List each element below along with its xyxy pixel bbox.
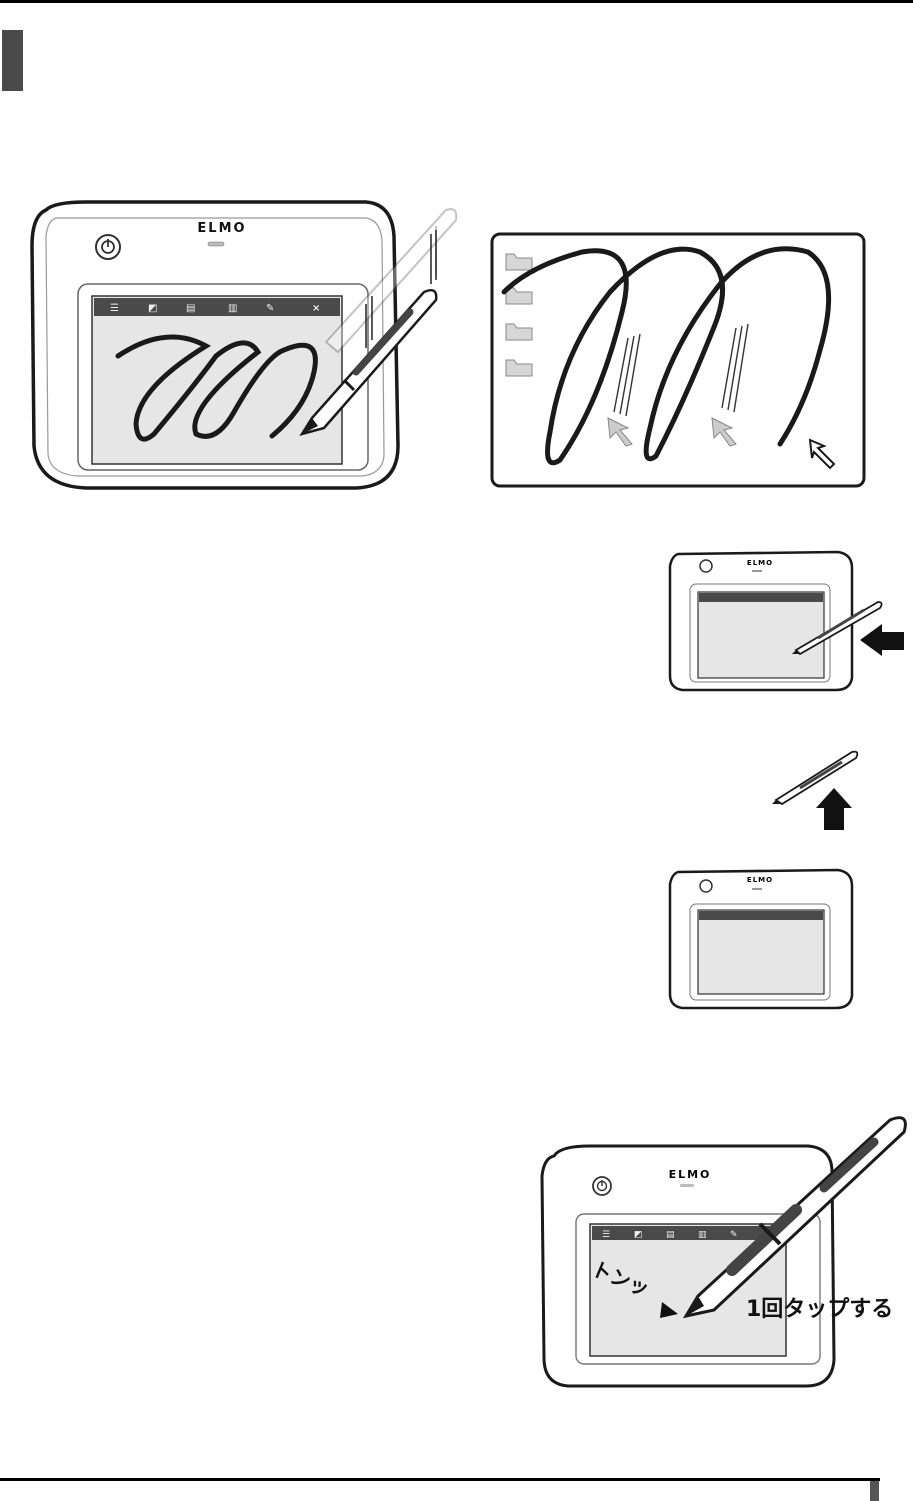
section-tab-marker: [2, 30, 23, 91]
tablet-drawing-figure: ELMO ☰ ◩ ▤ ▥ ✎ ×: [26, 196, 466, 496]
svg-text:▤: ▤: [186, 303, 195, 314]
stylus-pen-icon: [772, 752, 857, 804]
led-indicator: [208, 242, 224, 246]
page-tab-marker: [870, 1481, 879, 1501]
tablet-screen: [92, 296, 342, 464]
pc-screen-figure: [490, 232, 867, 488]
svg-text:✎: ✎: [730, 1230, 738, 1240]
svg-text:◩: ◩: [634, 1230, 643, 1240]
arrow-left-icon: [860, 624, 904, 656]
tablet-blank-figure: ELMO: [668, 866, 858, 1012]
svg-text:☰: ☰: [602, 1230, 610, 1240]
svg-text:▥: ▥: [698, 1230, 707, 1240]
tablet-toolbar: [699, 593, 823, 602]
brand-logo: ELMO: [747, 876, 773, 884]
brand-logo: ELMO: [747, 559, 773, 567]
svg-text:×: ×: [312, 303, 320, 314]
svg-text:▤: ▤: [666, 1230, 675, 1240]
tablet-toolbar: [592, 1226, 784, 1240]
header-rule: [0, 0, 913, 3]
svg-text:☰: ☰: [110, 303, 119, 314]
tablet-screen: [698, 592, 824, 678]
tap-caption: 1回タップする: [746, 1297, 893, 1322]
svg-text:▥: ▥: [228, 303, 237, 314]
tap-figure: ELMO ☰ ◩ ▤ ▥ ✎ トンッ 1回タップする: [538, 1106, 913, 1392]
pen-approach-figure: ELMO: [668, 548, 908, 694]
brand-logo: ELMO: [669, 1168, 712, 1181]
brand-logo: ELMO: [197, 221, 246, 236]
footer-rule: [0, 1478, 880, 1481]
pen-lift-figure: [772, 744, 862, 830]
power-button-icon: [700, 880, 712, 892]
tablet-toolbar: [699, 911, 823, 920]
arrow-up-icon: [816, 788, 852, 830]
tablet-screen: [698, 910, 824, 994]
tablet-toolbar: [94, 298, 340, 316]
svg-text:✎: ✎: [266, 303, 274, 314]
svg-text:◩: ◩: [148, 303, 157, 314]
power-button-icon: [700, 560, 712, 572]
